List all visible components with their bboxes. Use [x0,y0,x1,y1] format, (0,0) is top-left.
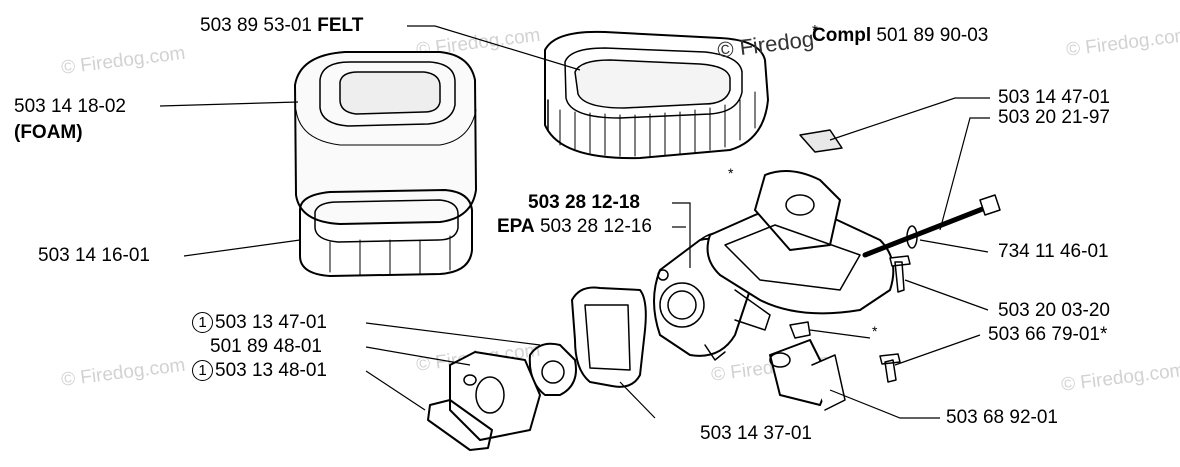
small-gasket-part-number: 503 14 47-01 [998,87,1110,108]
felt-part-number: 503 89 53-01 [200,15,312,36]
foam-part-number: 503 14 18-02 [14,96,126,117]
intake-asterisk: * [728,165,734,181]
circled-number-1: 1 [192,312,213,333]
screw-part-number: 503 20 03-20 [998,300,1110,321]
washer-part-number: 734 11 46-01 [998,241,1109,262]
filter-base-part-number: 503 14 16-01 [38,245,150,266]
short-bolt-drawing [879,353,901,383]
foam-filter-drawing [294,51,477,225]
hose-part-number: 503 68 92-01 [946,407,1058,428]
epa-part-number: 503 28 12-16 [539,216,652,237]
compl-asterisk: * [812,22,818,39]
item-1b-part-number: 503 13 48-01 [215,360,327,381]
carb-gasket-drawing [571,286,647,388]
screw-drawing [889,255,911,293]
carb-part-number: 503 28 12-18 [528,192,640,213]
small-gasket-drawing [799,129,843,153]
long-bolt-part-number: 503 20 21-97 [998,107,1110,128]
leader-lines [159,25,990,419]
carb-gasket-part-number: 503 14 37-01 [700,423,812,444]
felt-filter-label: 503 89 53-01 FELT [200,15,363,37]
insulator-block-drawing [449,351,541,441]
hose-part-drawing [769,339,846,411]
felt-filter-drawing [544,30,769,160]
foam-word: (FOAM) [14,122,83,143]
circled-number-1: 1 [192,360,213,381]
compl-label: Compl 501 89 90-03 [812,25,988,47]
long-bolt-drawing [862,194,1001,258]
short-bolt-part-number: 503 66 79-01* [988,324,1108,345]
compl-word: Compl [812,25,872,46]
compl-part-number: 501 89 90-03 [876,25,989,46]
flat-gasket-drawing [427,399,493,451]
item-mid-part-number: 501 89 48-01 [210,336,322,357]
item-1a-part-number: 503 13 47-01 [215,312,327,333]
epa-label: EPA 503 28 12-16 [497,216,652,238]
felt-word: FELT [317,15,364,36]
fitting-drawing [789,321,811,339]
filter-base-drawing [299,189,473,277]
epa-word: EPA [497,216,535,237]
intake-manifold-drawing [706,170,895,315]
fitting-asterisk: * [872,323,878,339]
